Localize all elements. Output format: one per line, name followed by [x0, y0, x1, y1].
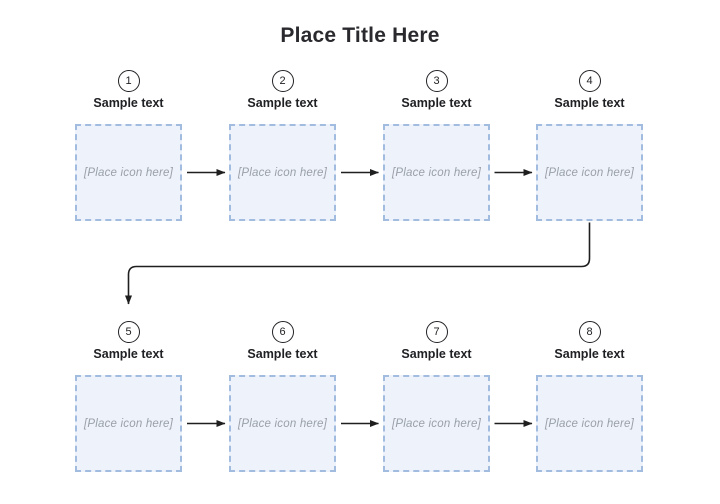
step-label: Sample text	[93, 347, 164, 361]
step-label: Sample text	[554, 96, 625, 110]
icon-placeholder-text: [Place icon here]	[237, 166, 328, 179]
icon-placeholder-box[interactable]: [Place icon here]	[536, 375, 643, 472]
step-number-badge: 6	[271, 321, 294, 343]
page-title: Place Title Here	[280, 24, 440, 47]
step-label: Sample text	[554, 347, 625, 361]
step-number-badge: 5	[117, 321, 140, 343]
icon-placeholder-text: [Place icon here]	[391, 417, 482, 430]
step-8: 8 Sample text [Place icon here]	[536, 321, 643, 472]
icon-placeholder-box[interactable]: [Place icon here]	[75, 124, 182, 221]
icon-placeholder-box[interactable]: [Place icon here]	[75, 375, 182, 472]
step-number: 2	[279, 75, 286, 87]
step-7: 7 Sample text [Place icon here]	[383, 321, 490, 472]
icon-placeholder-box[interactable]: [Place icon here]	[229, 124, 336, 221]
step-number-badge: 7	[425, 321, 448, 343]
step-number-badge: 4	[578, 70, 601, 92]
step-5: 5 Sample text [Place icon here]	[75, 321, 182, 472]
icon-placeholder-text: [Place icon here]	[391, 166, 482, 179]
step-number: 8	[586, 326, 593, 338]
step-number-badge: 8	[578, 321, 601, 343]
step-number-badge: 3	[425, 70, 448, 92]
step-number: 3	[433, 75, 440, 87]
step-label: Sample text	[401, 96, 472, 110]
step-number: 5	[125, 326, 132, 338]
step-3: 3 Sample text [Place icon here]	[383, 70, 490, 221]
step-label: Sample text	[247, 347, 318, 361]
step-number: 7	[433, 326, 440, 338]
icon-placeholder-box[interactable]: [Place icon here]	[383, 375, 490, 472]
step-number: 4	[586, 75, 593, 87]
step-label: Sample text	[401, 347, 472, 361]
step-number: 6	[279, 326, 286, 338]
elbow-connector-arrow-icon	[125, 222, 591, 305]
step-2: 2 Sample text [Place icon here]	[229, 70, 336, 221]
step-1: 1 Sample text [Place icon here]	[75, 70, 182, 221]
icon-placeholder-box[interactable]: [Place icon here]	[536, 124, 643, 221]
icon-placeholder-text: [Place icon here]	[83, 166, 174, 179]
icon-placeholder-box[interactable]: [Place icon here]	[229, 375, 336, 472]
step-number: 1	[125, 75, 132, 87]
step-label: Sample text	[93, 96, 164, 110]
step-label: Sample text	[247, 96, 318, 110]
step-number-badge: 1	[117, 70, 140, 92]
step-number-badge: 2	[271, 70, 294, 92]
icon-placeholder-box[interactable]: [Place icon here]	[383, 124, 490, 221]
icon-placeholder-text: [Place icon here]	[544, 166, 635, 179]
step-4: 4 Sample text [Place icon here]	[536, 70, 643, 221]
icon-placeholder-text: [Place icon here]	[544, 417, 635, 430]
step-6: 6 Sample text [Place icon here]	[229, 321, 336, 472]
icon-placeholder-text: [Place icon here]	[237, 417, 328, 430]
icon-placeholder-text: [Place icon here]	[83, 417, 174, 430]
